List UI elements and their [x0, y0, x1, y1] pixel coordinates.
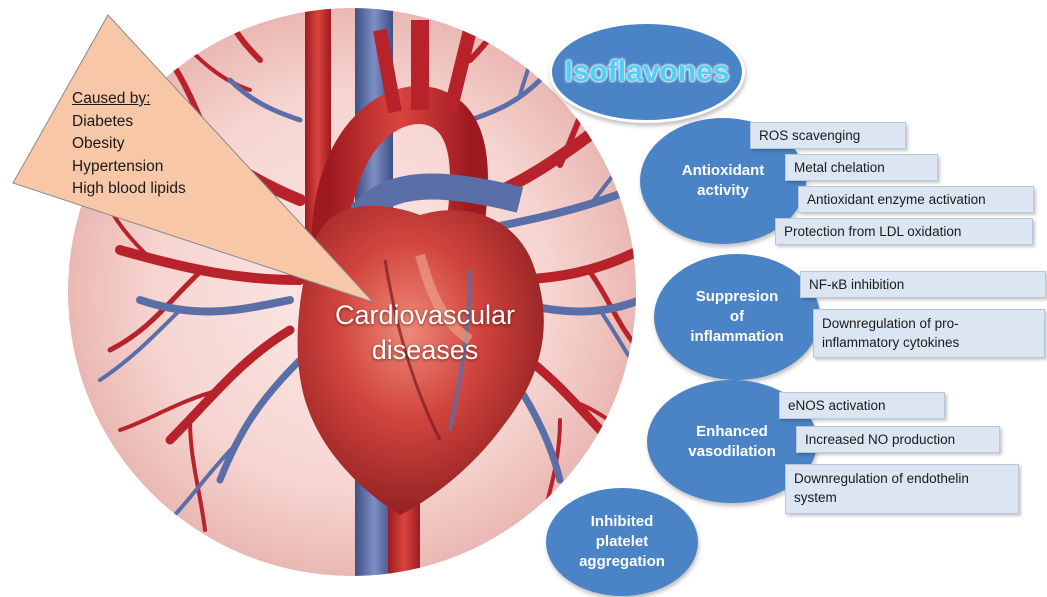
effect-box: Protection from LDL oxidation	[775, 218, 1033, 245]
causes-list: Caused by: Diabetes Obesity Hypertension…	[72, 88, 186, 201]
isoflavones-ellipse: Isoflavones	[549, 21, 745, 123]
effect-box: ROS scavenging	[750, 122, 906, 149]
isoflavones-label: Isoflavones	[564, 62, 729, 82]
effect-box: Downregulation of pro- inflammatory cyto…	[813, 309, 1045, 358]
cause-item: Hypertension	[72, 156, 186, 179]
cardiovascular-diseases-label: Cardiovascular diseases	[300, 298, 550, 368]
effect-box: NF-κB inhibition	[800, 271, 1046, 298]
cause-item: Diabetes	[72, 111, 186, 134]
effect-box: Increased NO production	[796, 426, 1000, 453]
effect-box: Metal chelation	[785, 154, 938, 181]
effect-box: Downregulation of endothelin system	[785, 464, 1019, 514]
center-label-line1: Cardiovascular	[300, 298, 550, 333]
cause-item: High blood lipids	[72, 178, 186, 201]
mechanism-platelet: Inhibited platelet aggregation	[546, 488, 698, 596]
effect-box: Antioxidant enzyme activation	[798, 186, 1034, 213]
mechanism-inflammation: Suppresion of inflammation	[654, 254, 820, 380]
cause-item: Obesity	[72, 133, 186, 156]
effect-box: eNOS activation	[779, 392, 945, 419]
causes-heading: Caused by:	[72, 88, 186, 111]
center-label-line2: diseases	[300, 333, 550, 368]
